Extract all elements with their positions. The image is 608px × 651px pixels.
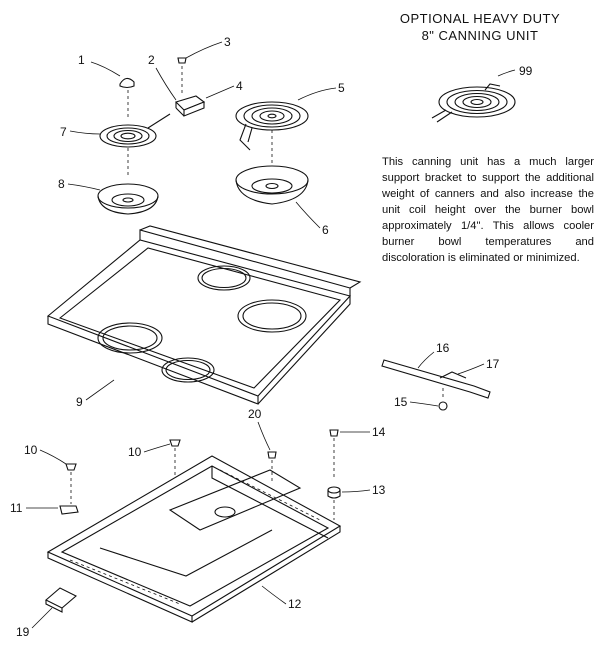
part-label-15: 15 — [394, 395, 408, 409]
part-label-5: 5 — [338, 81, 345, 95]
small-surface-element-icon — [99, 113, 171, 148]
part-label-2: 2 — [148, 53, 155, 67]
part-label-20: 20 — [248, 407, 262, 421]
grommet-icon — [327, 486, 341, 499]
part-label-13: 13 — [372, 483, 386, 497]
part-label-99: 99 — [519, 64, 533, 78]
bracket-icon — [381, 359, 491, 411]
part-label-7: 7 — [60, 125, 67, 139]
title-line-2: 8" CANNING UNIT — [421, 28, 539, 43]
part-label-16: 16 — [436, 341, 450, 355]
part-label-17: 17 — [486, 357, 500, 371]
part-label-1: 1 — [78, 53, 85, 67]
bracket-plate-icon — [45, 587, 77, 613]
part-label-10-center: 10 — [128, 445, 142, 459]
diagram-title: OPTIONAL HEAVY DUTY 8" CANNING UNIT — [360, 10, 600, 44]
cooktop-icon — [46, 225, 362, 405]
part-label-19: 19 — [16, 625, 30, 639]
part-1-cap-icon — [119, 77, 135, 89]
part-label-3: 3 — [224, 35, 231, 49]
title-line-1: OPTIONAL HEAVY DUTY — [399, 11, 561, 26]
screw-icon — [177, 57, 187, 64]
part-label-9: 9 — [76, 395, 83, 409]
part-label-11: 11 — [10, 501, 23, 515]
screw-10-center-icon — [169, 439, 181, 447]
clip-icon — [59, 505, 79, 515]
large-burner-bowl-icon — [235, 165, 309, 205]
screw-20-icon — [267, 451, 277, 459]
small-burner-bowl-icon — [97, 183, 159, 215]
part-label-14: 14 — [372, 425, 386, 439]
canning-unit-description: This canning unit has a much larger supp… — [382, 156, 594, 264]
part-label-6: 6 — [322, 223, 329, 237]
part-label-10-left: 10 — [24, 443, 38, 457]
part-label-4: 4 — [236, 79, 243, 93]
receptacle-icon — [174, 95, 206, 117]
canning-unit-coil-icon — [431, 83, 516, 123]
bottom-pan-icon — [46, 455, 342, 623]
part-label-8: 8 — [58, 177, 65, 191]
screw-14-icon — [329, 429, 339, 437]
screw-10-left-icon — [65, 463, 77, 471]
part-label-12: 12 — [288, 597, 302, 611]
